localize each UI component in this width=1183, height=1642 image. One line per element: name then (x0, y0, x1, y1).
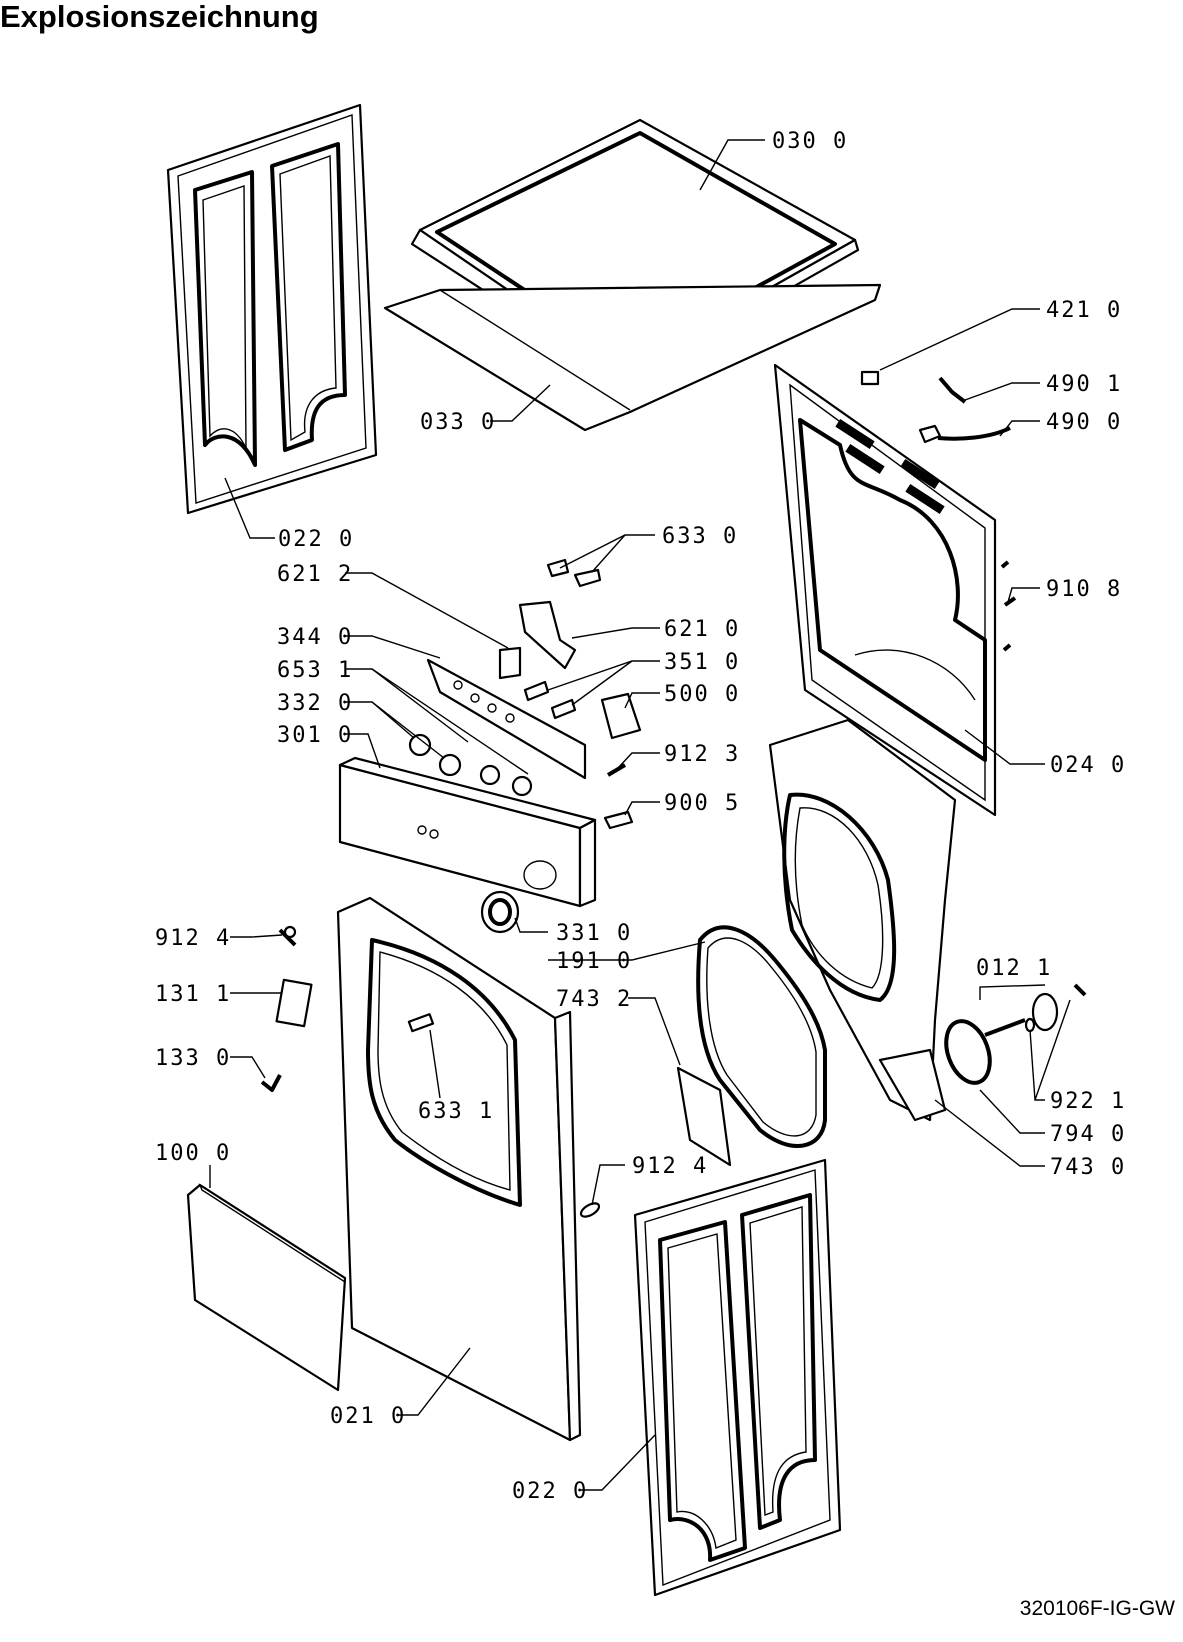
callout-490-0: 490 0 (1046, 410, 1122, 435)
control-components (408, 558, 642, 830)
callout-794-0: 794 0 (1050, 1122, 1126, 1147)
callout-332-0: 332 0 (277, 691, 353, 716)
callout-022-0-upper: 022 0 (278, 527, 354, 552)
lid-bracket (383, 283, 882, 432)
leader-lines (209, 139, 1071, 1491)
callout-030-0: 030 0 (772, 129, 848, 154)
callout-912-4-left: 912 4 (155, 926, 231, 951)
control-panel (338, 756, 597, 908)
callout-131-1: 131 1 (155, 982, 231, 1007)
filter-plate (676, 1066, 732, 1167)
callout-621-2: 621 2 (277, 562, 353, 587)
rear-parts (944, 983, 1087, 1085)
selector-knob (480, 890, 520, 934)
callout-900-5: 900 5 (664, 791, 740, 816)
callout-490-1: 490 1 (1046, 372, 1122, 397)
connector-parts (860, 370, 1011, 444)
callout-labels: 030 0 421 0 490 1 490 0 033 0 022 0 633 … (155, 129, 1126, 1504)
document-code: 320106F-IG-GW (1019, 1597, 1175, 1620)
plinth (186, 1183, 347, 1392)
callout-653-1: 653 1 (277, 658, 353, 683)
callout-133-0: 133 0 (155, 1046, 231, 1071)
callout-743-0: 743 0 (1050, 1155, 1126, 1180)
callout-021-0: 021 0 (330, 1404, 406, 1429)
back-panel (773, 363, 997, 817)
callout-012-1: 012 1 (976, 956, 1052, 981)
callout-331-0: 331 0 (556, 921, 632, 946)
front-panel (336, 896, 582, 1442)
side-panel-lower (633, 1158, 842, 1597)
callout-301-0: 301 0 (277, 723, 353, 748)
callout-033-0: 033 0 (420, 410, 496, 435)
callout-922-1: 922 1 (1050, 1089, 1126, 1114)
door-seal (696, 925, 827, 1148)
side-panel-upper (166, 103, 378, 515)
callout-633-1: 633 1 (418, 1099, 494, 1124)
lock-parts (260, 925, 601, 1218)
drum-housing (768, 718, 957, 1122)
callout-743-2: 743 2 (556, 987, 632, 1012)
callout-912-4-right: 912 4 (632, 1154, 708, 1179)
callout-022-0-lower: 022 0 (512, 1479, 588, 1504)
callout-344-0: 344 0 (277, 625, 353, 650)
callout-100-0: 100 0 (155, 1141, 231, 1166)
callout-191-0: 191 0 (556, 949, 632, 974)
callout-910-8: 910 8 (1046, 577, 1122, 602)
callout-024-0: 024 0 (1050, 753, 1126, 778)
callout-421-0: 421 0 (1046, 298, 1122, 323)
page-title: Explosionszeichnung (0, 0, 319, 34)
callout-912-3: 912 3 (664, 742, 740, 767)
screws-910 (1000, 560, 1017, 652)
callout-633-0: 633 0 (662, 524, 738, 549)
callout-621-0: 621 0 (664, 617, 740, 642)
callout-351-0: 351 0 (664, 650, 740, 675)
callout-500-0: 500 0 (664, 682, 740, 707)
